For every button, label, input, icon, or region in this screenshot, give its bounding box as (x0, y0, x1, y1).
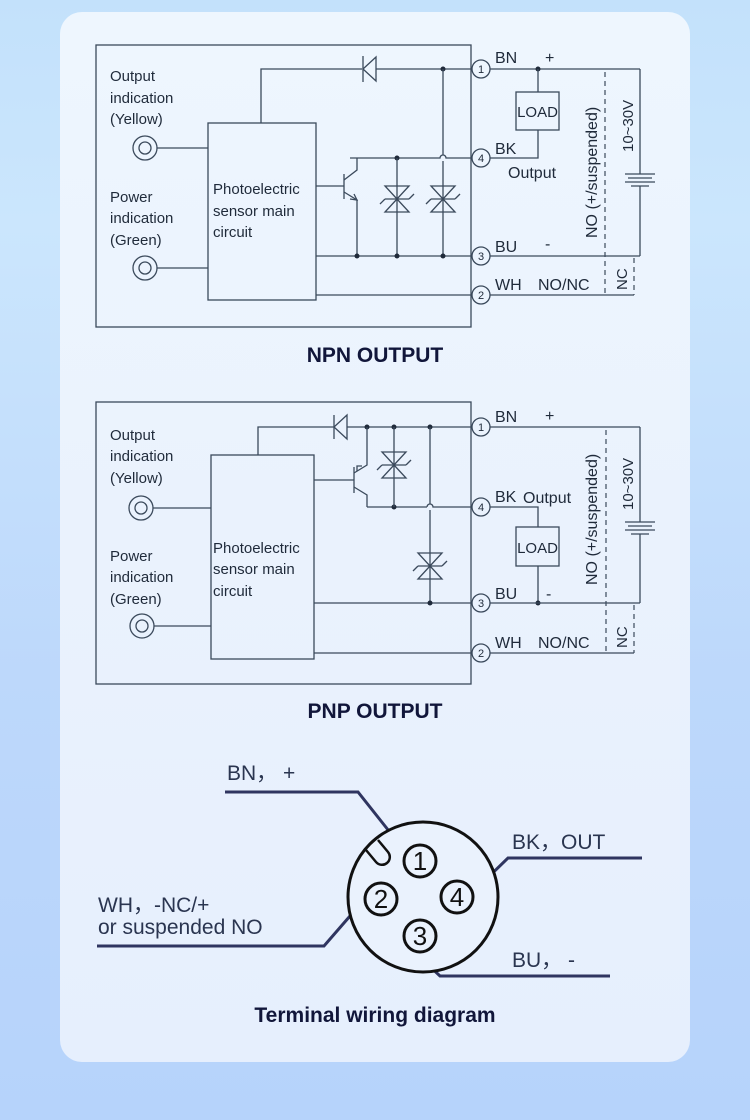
npn-wire-bk-label: BK (495, 141, 517, 158)
connector-pin-2: 2 (363, 881, 399, 917)
npn-power-indication-label: Power (110, 189, 153, 206)
terminal-wh-wire (97, 915, 352, 948)
npn-main-circuit-label-2: sensor main (213, 203, 295, 220)
connector-pin-1: 1 (402, 843, 438, 879)
svg-text:3: 3 (413, 921, 427, 951)
npn-output-indication-color: (Yellow) (110, 111, 163, 128)
pnp-main-circuit-label-2: sensor main (213, 561, 295, 578)
npn-wire-bn-label: BN (495, 50, 517, 67)
svg-text:4: 4 (478, 153, 484, 165)
pnp-sensor-housing (95, 401, 472, 685)
npn-main-circuit-label: Photoelectric (213, 181, 300, 198)
pnp-wire-bn-label: BN (495, 409, 517, 426)
npn-output-label: Output (508, 165, 557, 182)
terminal-bu-label: BU， - (512, 949, 575, 972)
pnp-pin-1: 1 (471, 417, 491, 437)
connector-pin-3: 3 (402, 918, 438, 954)
npn-battery-icon (625, 173, 655, 187)
npn-output-indication-label: Output (110, 68, 156, 85)
svg-text:1: 1 (478, 422, 484, 434)
pnp-power-indication-color: (Green) (110, 591, 162, 608)
pnp-output-label: Output (523, 490, 572, 507)
npn-nc-label: NC (614, 268, 631, 290)
pnp-wire-bu-label: BU (495, 586, 517, 603)
npn-no-suspended-label: NO (+/suspended) (584, 107, 601, 238)
terminal-bn-label: BN， + (227, 762, 295, 785)
npn-main-circuit-box (207, 122, 317, 301)
npn-voltage-label: 10~30V (620, 100, 637, 152)
pnp-tvs-diode-2-icon (412, 427, 448, 603)
pnp-main-circuit-label-3: circuit (213, 583, 253, 600)
npn-tvs-diode-1-icon (379, 158, 415, 256)
pnp-wire-wh-label: WH (495, 635, 522, 652)
pnp-plus-label: + (545, 408, 554, 425)
pnp-power-indication-label: Power (110, 548, 153, 565)
npn-load-label: LOAD (517, 104, 558, 121)
npn-pin-1: 1 (471, 59, 491, 79)
npn-pin-4: 4 (471, 148, 491, 168)
pnp-diagram: Output indication (Yellow) Power indicat… (95, 401, 655, 723)
svg-text:2: 2 (478, 290, 484, 302)
npn-diagram: Output indication (Yellow) Power indicat… (95, 44, 655, 367)
pnp-tvs-diode-1-icon (376, 427, 412, 507)
npn-power-indication-color: (Green) (110, 232, 162, 249)
pnp-nc-label: NC (614, 626, 631, 648)
npn-no-nc-label: NO/NC (538, 277, 590, 294)
npn-diode-icon (362, 55, 377, 83)
pnp-pin-2: 2 (471, 643, 491, 663)
npn-power-indication-label-2: indication (110, 210, 173, 227)
pnp-output-led-icon (128, 495, 154, 521)
pnp-no-suspended-label: NO (+/suspended) (584, 454, 601, 585)
terminal-title: Terminal wiring diagram (254, 1004, 495, 1027)
npn-pin-3: 3 (471, 246, 491, 266)
npn-power-led-icon (132, 255, 158, 281)
pnp-main-circuit-box (210, 454, 315, 660)
pnp-minus-label: - (546, 586, 551, 603)
pnp-power-led-icon (129, 613, 155, 639)
npn-wire-wh-label: WH (495, 277, 522, 294)
svg-text:3: 3 (478, 251, 484, 263)
npn-main-circuit-label-3: circuit (213, 224, 253, 241)
pnp-pin-3: 3 (471, 593, 491, 613)
npn-wire-bu-label: BU (495, 239, 517, 256)
svg-text:3: 3 (478, 598, 484, 610)
pnp-wire-bk-label: BK (495, 489, 517, 506)
npn-plus-label: + (545, 50, 554, 67)
svg-text:2: 2 (478, 648, 484, 660)
svg-text:4: 4 (450, 882, 464, 912)
pnp-pin-4: 4 (471, 497, 491, 517)
pnp-power-indication-label-2: indication (110, 569, 173, 586)
svg-text:4: 4 (478, 502, 484, 514)
npn-output-indication-label-2: indication (110, 90, 173, 107)
npn-sensor-housing (95, 44, 472, 328)
connector-pin-4: 4 (439, 879, 475, 915)
terminal-wh-label: WH，-NC/+ (98, 894, 209, 917)
svg-text:2: 2 (374, 884, 388, 914)
terminal-bk-label: BK，OUT (512, 831, 606, 854)
terminal-wh-label-2: or suspended NO (98, 916, 263, 939)
pnp-diode-icon (333, 413, 348, 441)
pnp-transistor-icon (314, 427, 368, 507)
npn-pin-2: 2 (471, 285, 491, 305)
pnp-output-indication-color: (Yellow) (110, 470, 163, 487)
npn-output-led-icon (132, 135, 158, 161)
npn-transistor-icon (316, 158, 359, 256)
pnp-output-indication-label-2: indication (110, 448, 173, 465)
pnp-output-indication-label: Output (110, 427, 156, 444)
npn-title: NPN OUTPUT (307, 344, 444, 367)
svg-text:1: 1 (413, 846, 427, 876)
npn-tvs-diode-2-icon (425, 69, 461, 256)
pnp-voltage-label: 10~30V (620, 458, 637, 510)
pnp-battery-icon (625, 521, 655, 535)
svg-text:1: 1 (478, 64, 484, 76)
pnp-title: PNP OUTPUT (308, 700, 443, 723)
pnp-load-label: LOAD (517, 540, 558, 557)
terminal-diagram: BN， + BK，OUT WH，-NC/+ or suspended NO BU… (97, 762, 642, 1027)
connector-face-icon (346, 820, 500, 974)
pnp-main-circuit-label: Photoelectric (213, 540, 300, 557)
npn-minus-label: - (545, 236, 550, 253)
pnp-no-nc-label: NO/NC (538, 635, 590, 652)
